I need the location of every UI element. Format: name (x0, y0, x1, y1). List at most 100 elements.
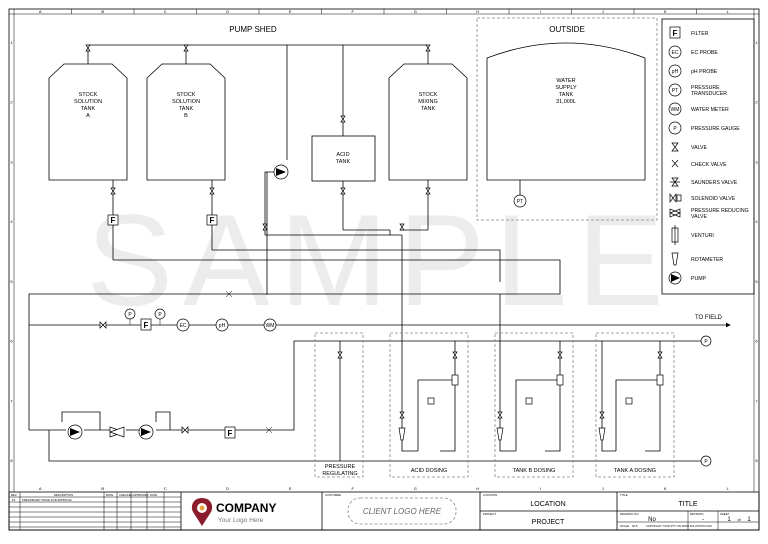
water-tank-label-1: WATER (556, 78, 575, 84)
tank-b-label-3: TANK (179, 106, 194, 112)
svg-text:F: F (144, 321, 149, 330)
copyright-text: COPYRIGHT. YOUR PTY LTD WWW.SOLUTIONS.CO… (646, 524, 712, 528)
pressure-transducer-icon: PT (668, 83, 682, 97)
filter-icon: F F F F (107, 214, 236, 439)
rotameter-icon (398, 427, 606, 441)
svg-text:F: F (673, 29, 678, 38)
legend-label: PRESSURE REDUCING (691, 208, 749, 214)
legend-label: CHECK VALVE (691, 162, 727, 168)
tank-b-label-4: B (184, 113, 188, 119)
svg-text:PT: PT (517, 199, 523, 205)
title-value: TITLE (678, 501, 697, 508)
stock-tank-b (146, 63, 226, 181)
revision-value: - (702, 517, 704, 523)
grid-col-label: B (101, 486, 104, 491)
legend-label: PUMP (691, 276, 707, 282)
rev-header-date-2: DATE (150, 493, 157, 497)
venturi-icon (451, 374, 664, 386)
mixing-tank-label-1: STOCK (419, 92, 438, 98)
company-logo (191, 498, 213, 526)
solenoid-valve-icon (427, 397, 633, 405)
grid-col-label: F (352, 486, 355, 491)
grid-col-label: I (540, 486, 541, 491)
tank-a-label-2: SOLUTION (74, 99, 102, 105)
mixing-tank-label-2: MIXING (418, 99, 438, 105)
rotameter-icon (671, 252, 679, 266)
svg-text:WM: WM (671, 107, 680, 113)
grid-row-label: 1 (10, 40, 13, 45)
mixing-tank-label-3: TANK (421, 106, 436, 112)
water-tank-label-4: 31,000L (556, 99, 576, 105)
station-boxes (314, 332, 675, 478)
svg-text:F: F (228, 429, 233, 438)
grid-col-label: J (602, 9, 604, 14)
outside-label: OUTSIDE (549, 25, 585, 34)
grid-col-label: H (476, 9, 479, 14)
acid-dosing-label: ACID DOSING (411, 468, 447, 474)
instrument-bubbles: P P EC pH WM P P PT (124, 194, 712, 467)
grid-col-label: L (727, 486, 730, 491)
scale-value: NTS (632, 524, 638, 528)
grid-row-label: 5 (10, 279, 13, 284)
pressure-reducing-valve-icon (669, 208, 681, 218)
pressure-regulating-label-2: REGULATING (322, 471, 357, 477)
legend-item: CHECK VALVE (671, 159, 727, 168)
title-block (8, 491, 760, 531)
legend-label: VALVE (691, 145, 707, 151)
revision-label: REVISION (690, 512, 703, 516)
svg-text:P: P (673, 126, 677, 132)
outside-boundary (476, 17, 658, 221)
legend-item: F FILTER (669, 26, 709, 39)
tank-b-label-1: STOCK (177, 92, 196, 98)
drawing-no-value: No (648, 517, 656, 523)
grid-row-label: 3 (755, 159, 758, 164)
grid-col-label: H (476, 486, 479, 491)
pump-icon (668, 271, 682, 285)
legend-item: ROTAMETER (671, 252, 723, 266)
scale-label: SCALE (620, 524, 629, 528)
legend-item: VALVE (671, 142, 707, 152)
legend-label: ROTAMETER (691, 257, 723, 263)
rev-header-date: DATE (106, 493, 113, 497)
svg-text:EC: EC (180, 323, 187, 329)
grid-row-label: 2 (755, 100, 758, 105)
location-value: LOCATION (530, 501, 565, 508)
check-valve-icon (671, 159, 679, 168)
grid-row-label: 2 (10, 100, 13, 105)
svg-text:P: P (704, 459, 708, 465)
legend-label: FILTER (691, 31, 709, 37)
grid-col-label: L (727, 9, 730, 14)
svg-text:PT: PT (672, 88, 678, 94)
grid-col-label: G (414, 9, 417, 14)
venturi-icon (671, 225, 679, 245)
grid-col-label: J (602, 486, 604, 491)
client-logo-text: CLIENT LOGO HERE (363, 507, 442, 516)
valve-icon (671, 142, 679, 152)
filter-icon: F (669, 26, 681, 39)
svg-text:pH: pH (672, 69, 679, 75)
drawing-no-label: DRAWING NO. (620, 512, 639, 516)
acid-tank-label-1: ACID (336, 152, 349, 158)
legend-label: PRESSURE (691, 85, 720, 91)
tank-b-label-2: SOLUTION (172, 99, 200, 105)
ph-probe-icon: pH (668, 64, 682, 78)
pressure-reducing-valve-icon (108, 426, 126, 438)
tank-a-label-4: A (86, 113, 90, 119)
grid-col-label: D (226, 9, 229, 14)
grid-col-label: D (226, 486, 229, 491)
water-tank-label-3: TANK (559, 92, 574, 98)
client-logo-box (347, 497, 457, 525)
svg-text:P: P (704, 339, 708, 345)
grid-col-label: I (540, 9, 541, 14)
grid-row-label: 5 (755, 279, 758, 284)
grid-col-label: C (164, 9, 167, 14)
svg-text:P: P (158, 312, 162, 318)
rev-row-id: P1 (12, 498, 16, 502)
grid-col-label: G (414, 486, 417, 491)
svg-text:WM: WM (266, 323, 275, 329)
legend-label: VENTURI (691, 233, 714, 239)
